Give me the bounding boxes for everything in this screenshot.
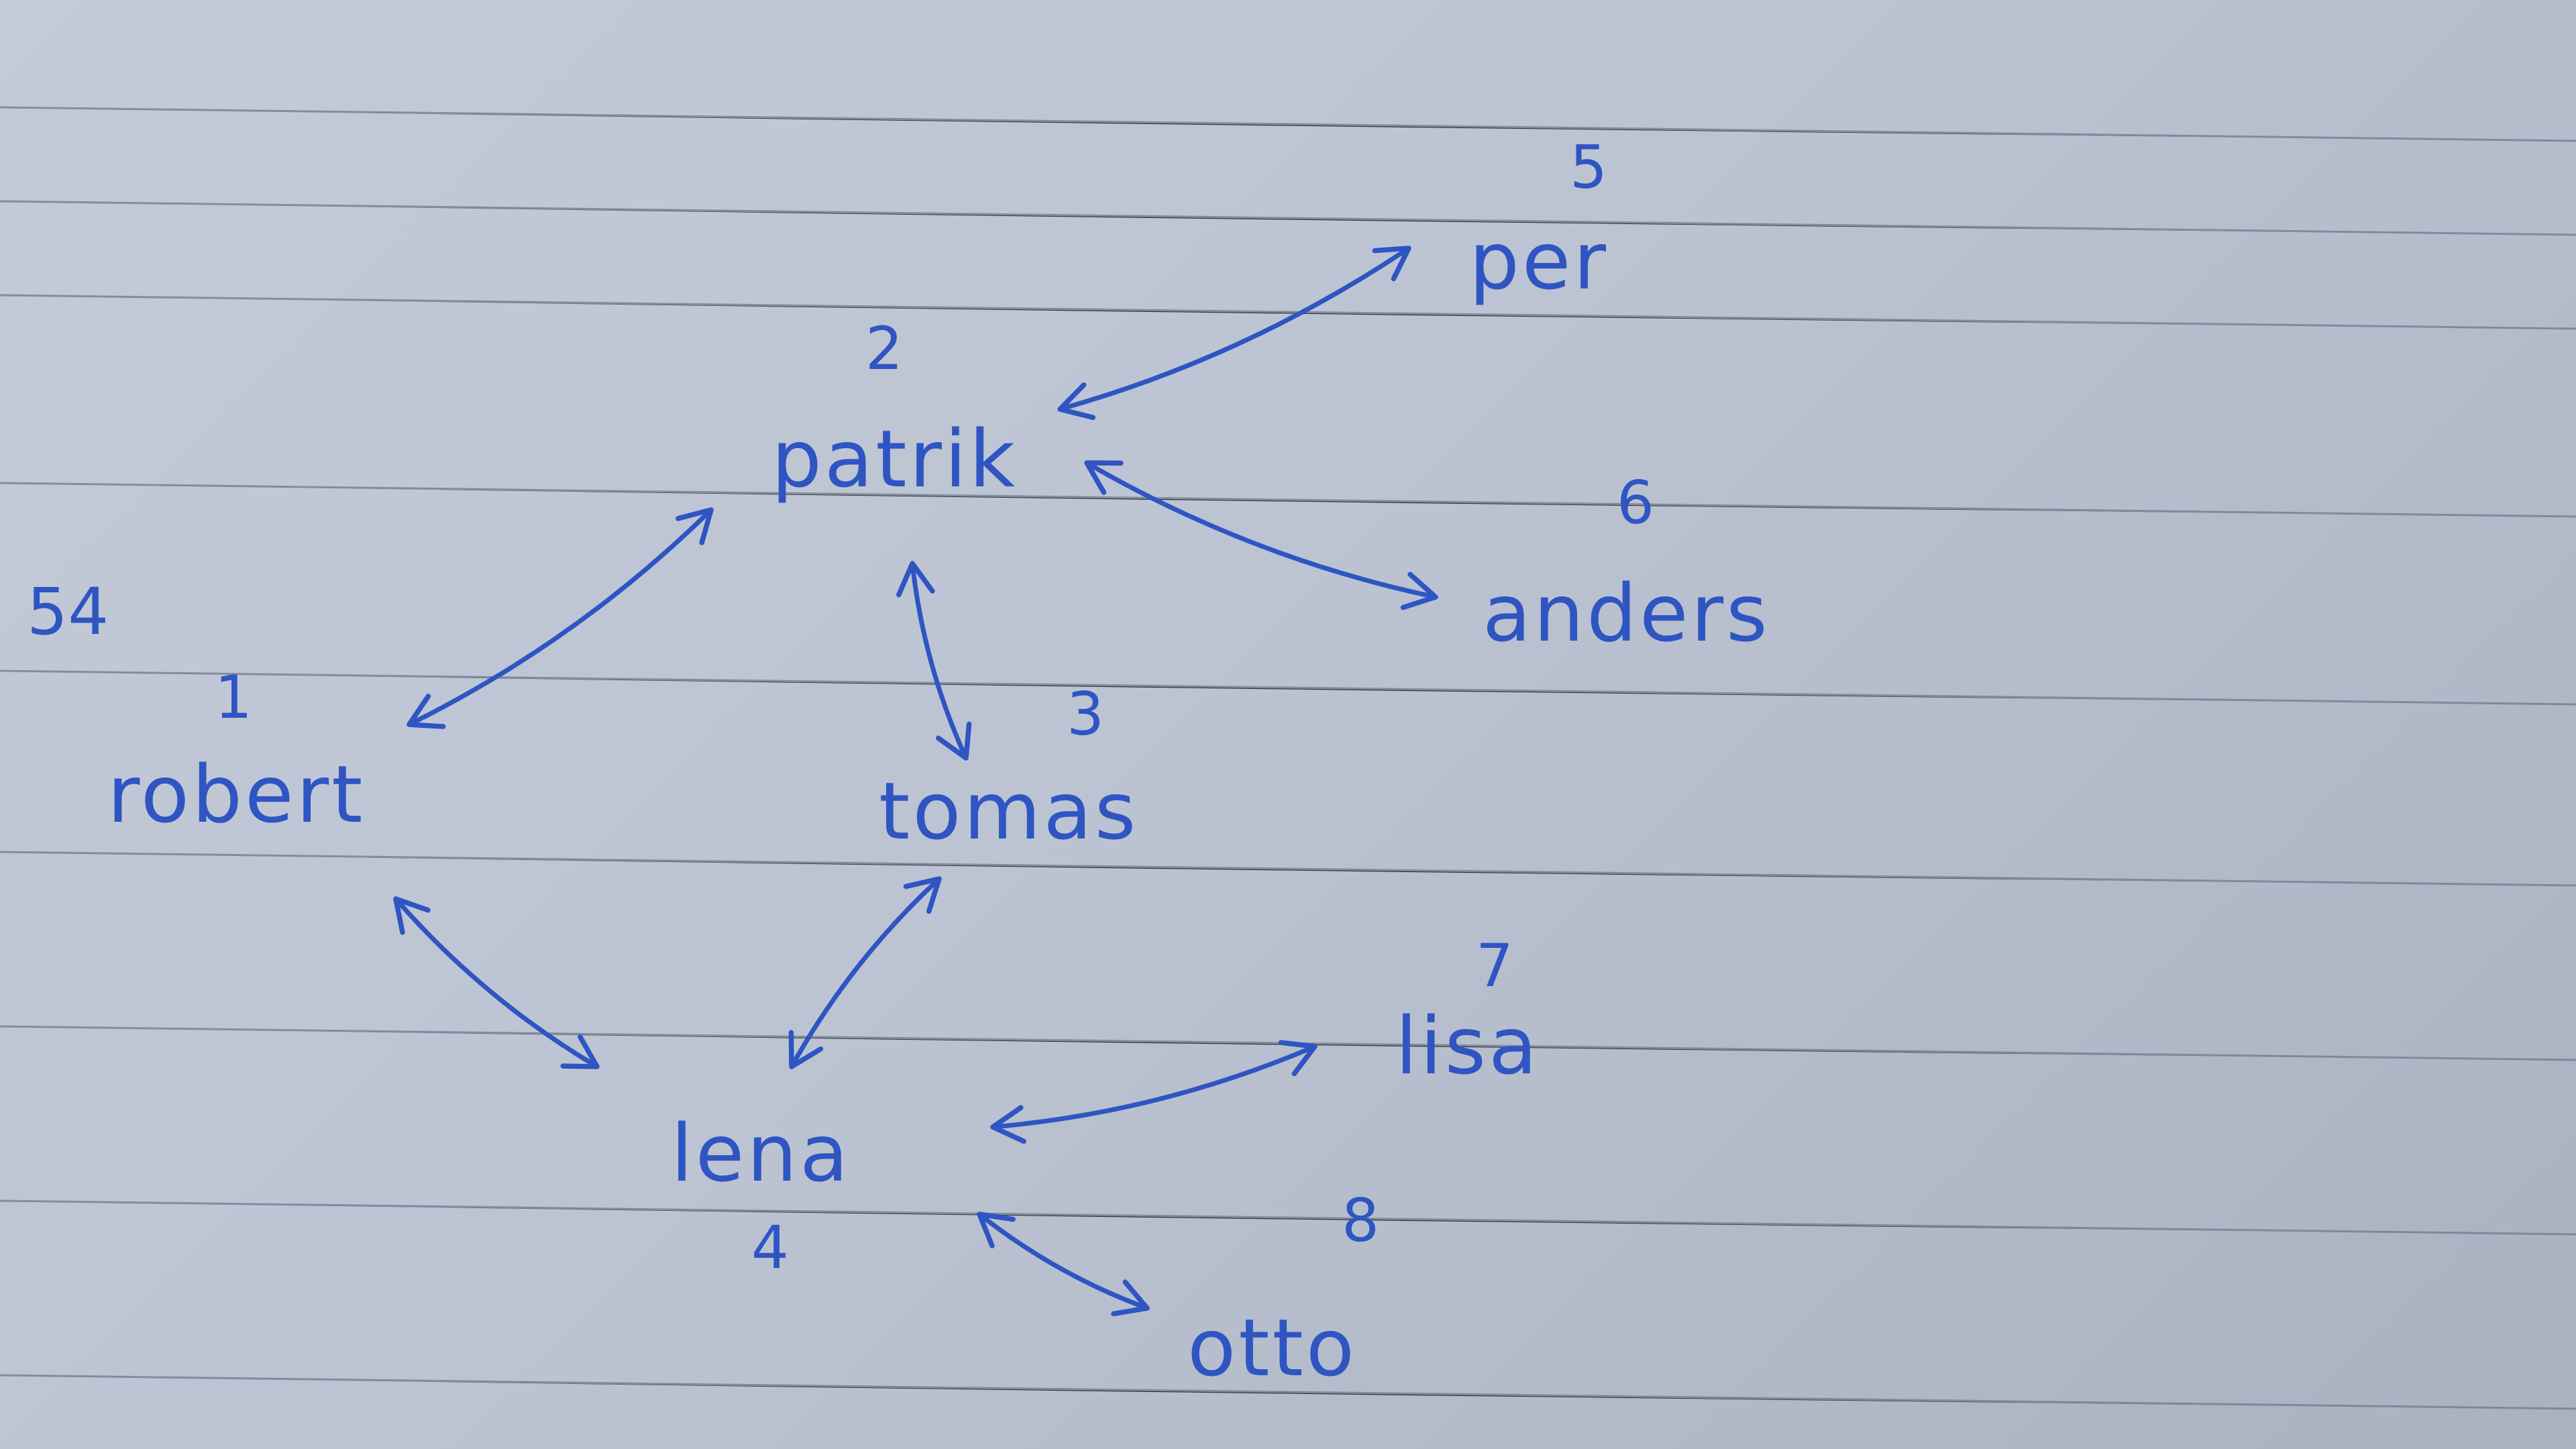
edge-robert-patrik xyxy=(407,507,714,729)
edge-patrik-anders xyxy=(1084,460,1438,610)
ruled-line xyxy=(0,669,2576,706)
node-patrik: patrik 2 xyxy=(771,314,1018,505)
edge-robert-lena xyxy=(393,896,600,1069)
node-name: tomas xyxy=(879,765,1138,857)
node-number: 2 xyxy=(865,314,903,383)
node-otto: otto 8 xyxy=(1187,1186,1379,1394)
nodes-layer: robert 1 patrik 2 tomas 3 lena 4 per 5 anders 6 lisa… xyxy=(107,133,1770,1394)
ruled-line xyxy=(0,106,2576,142)
edge-lena-otto xyxy=(977,1212,1150,1317)
node-name: robert xyxy=(107,748,365,841)
node-tomas: tomas 3 xyxy=(879,680,1138,857)
ruled-line xyxy=(0,1025,2576,1061)
ruled-lines xyxy=(0,106,2576,1410)
node-name: otto xyxy=(1187,1301,1357,1394)
node-number: 3 xyxy=(1067,680,1104,749)
edge-patrik-per xyxy=(1057,246,1411,421)
node-number: 7 xyxy=(1476,931,1513,1000)
node-number: 8 xyxy=(1342,1186,1379,1255)
ruled-line xyxy=(0,1374,2576,1410)
node-number: 6 xyxy=(1617,468,1654,537)
edges-layer xyxy=(393,246,1438,1317)
node-anders: anders 6 xyxy=(1483,468,1770,659)
ruled-line xyxy=(0,200,2576,236)
node-lena: lena 4 xyxy=(671,1107,851,1282)
node-name: lena xyxy=(671,1107,851,1199)
node-per: per 5 xyxy=(1469,133,1609,307)
node-number: 5 xyxy=(1570,133,1607,202)
ruled-line xyxy=(0,851,2576,887)
ruled-line xyxy=(0,482,2576,518)
node-number: 1 xyxy=(215,663,252,732)
node-name: lisa xyxy=(1395,1000,1540,1092)
node-robert: robert 1 xyxy=(107,663,365,841)
node-name: patrik xyxy=(771,413,1018,505)
ruled-line xyxy=(0,1199,2576,1236)
node-number: 4 xyxy=(751,1213,789,1282)
edge-tomas-lena xyxy=(788,876,942,1069)
ruled-line xyxy=(0,294,2576,330)
scribble-mark: 54 xyxy=(27,574,109,649)
node-name: per xyxy=(1469,215,1609,307)
edge-patrik-tomas xyxy=(896,561,972,761)
edge-lena-lisa xyxy=(990,1040,1318,1144)
node-name: anders xyxy=(1483,567,1770,659)
